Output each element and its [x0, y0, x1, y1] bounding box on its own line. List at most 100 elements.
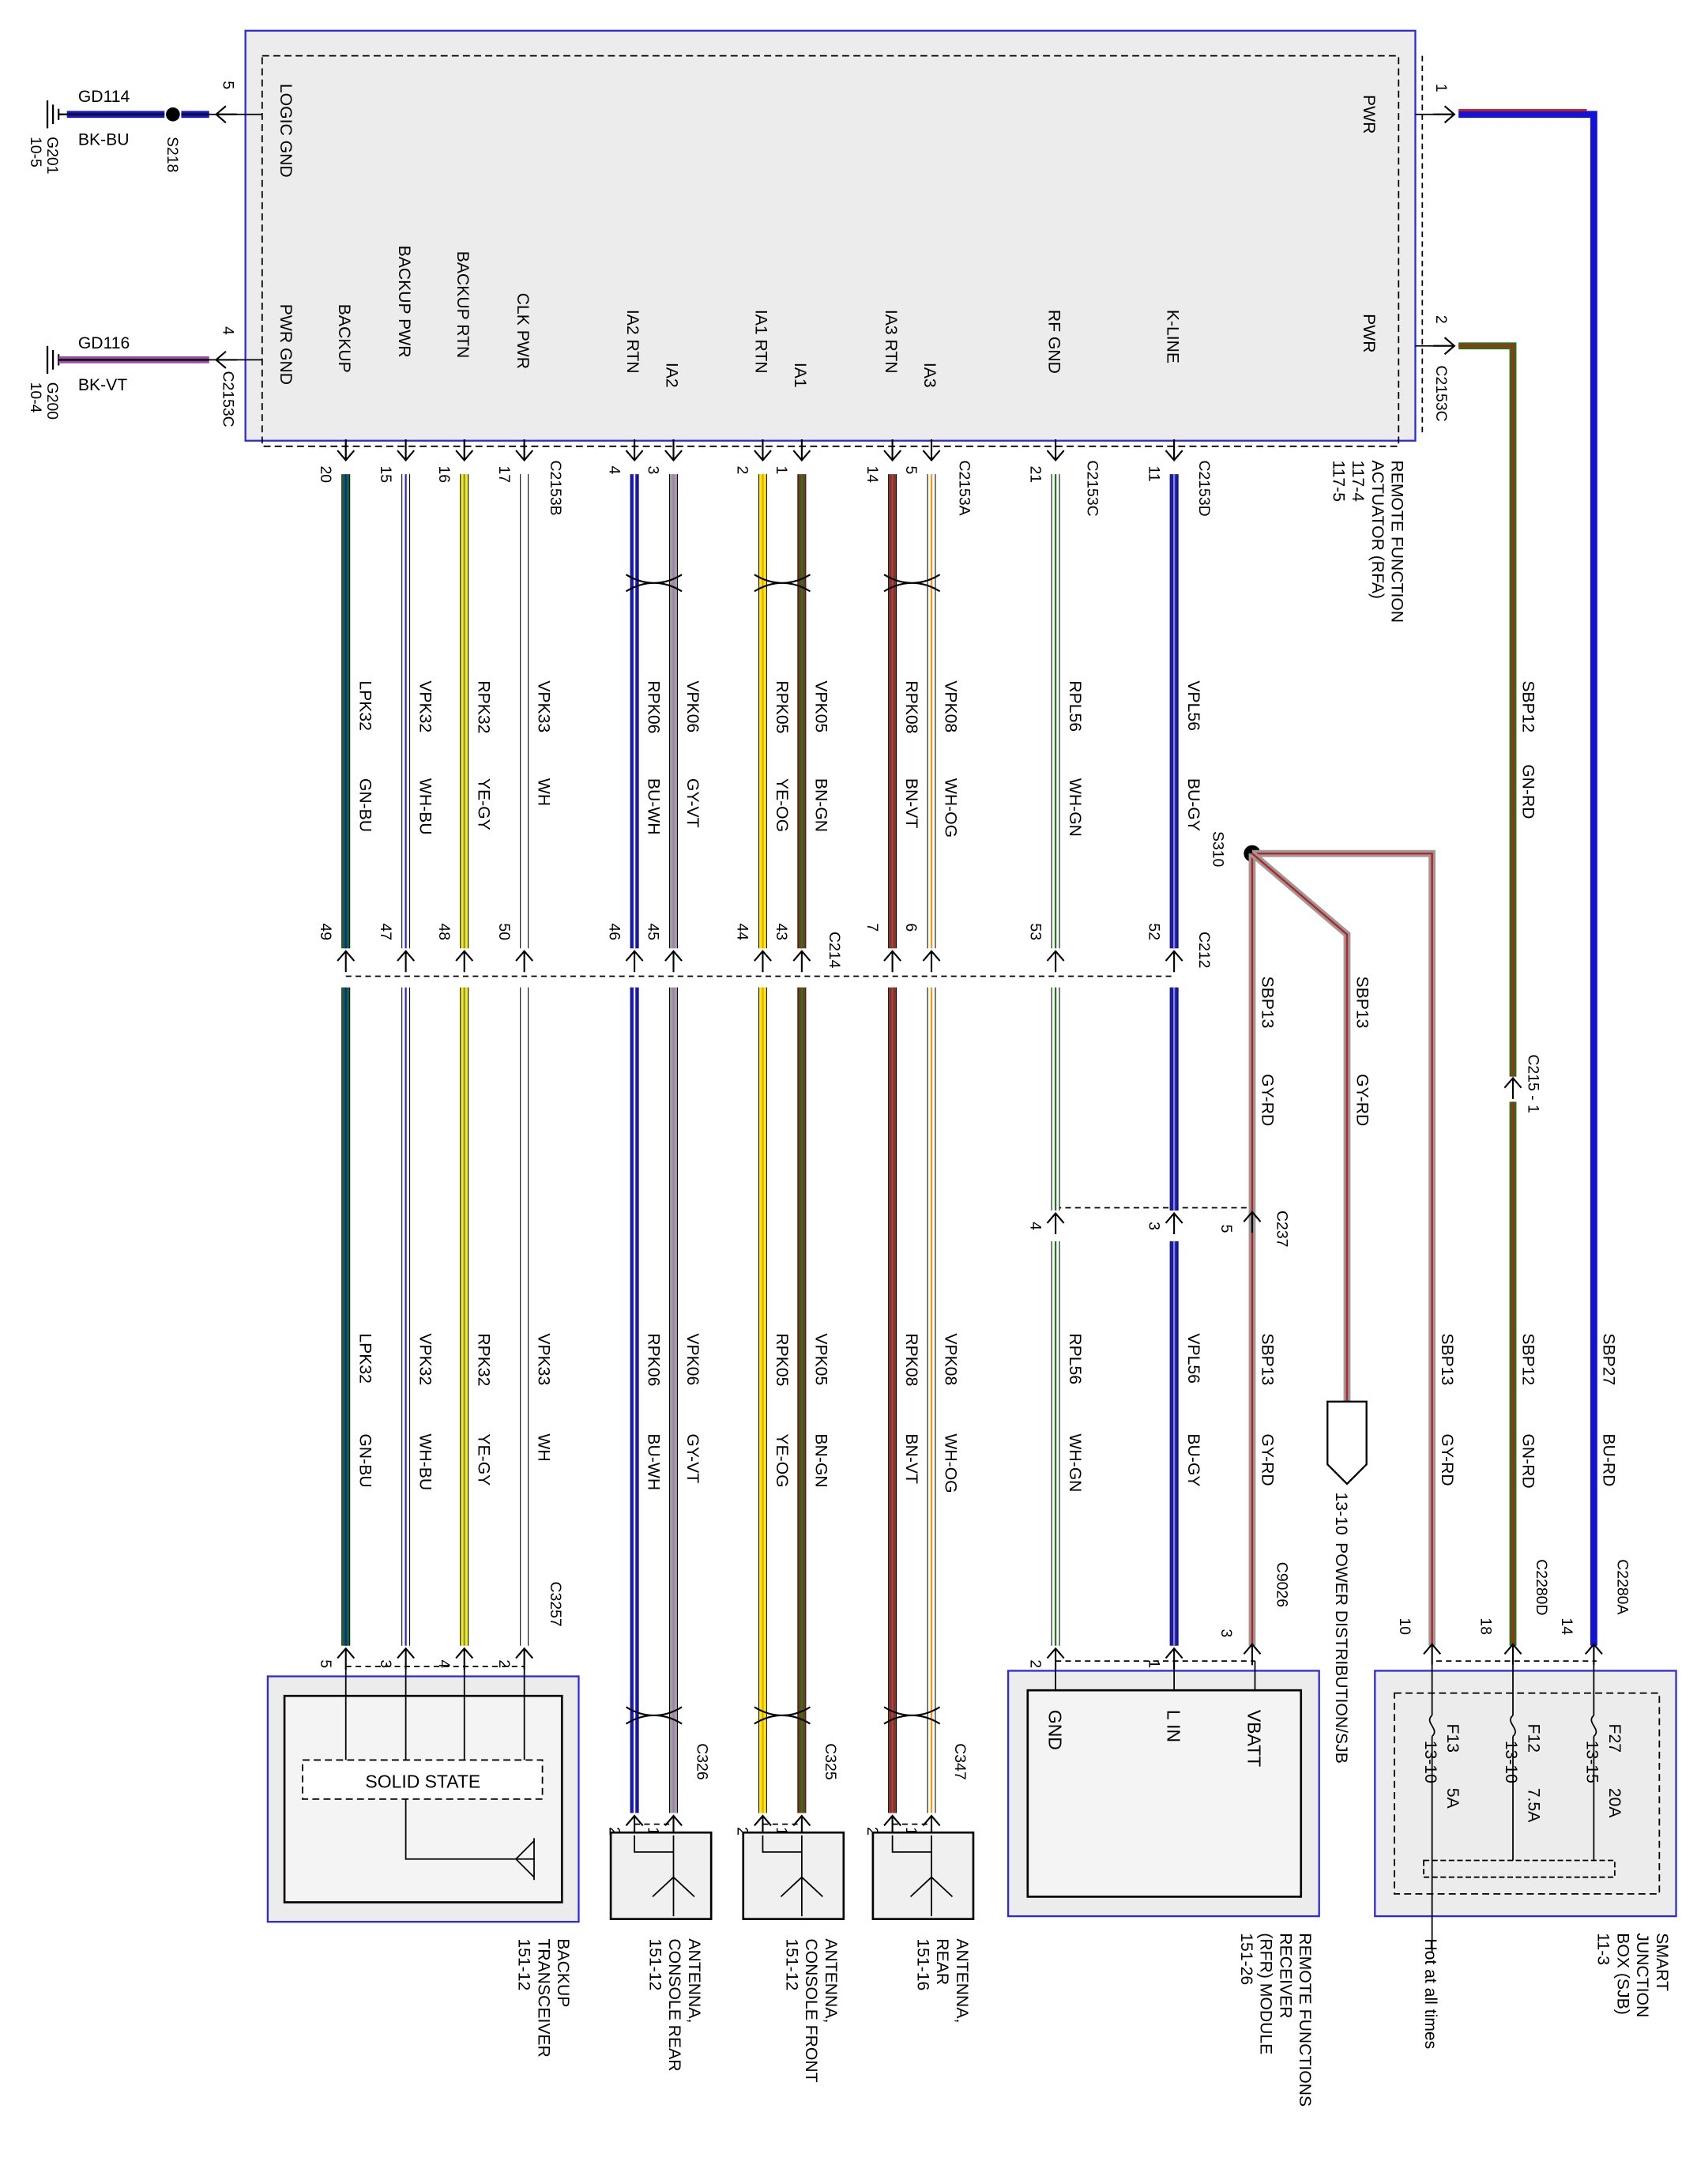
wire-color-upper: WH-BU [416, 778, 434, 835]
connector-arrow [1165, 950, 1183, 973]
wire-circuit-upper: VPL56 [1184, 680, 1202, 731]
rfr-name-line-3: (RFR) MODULE [1257, 1933, 1275, 2054]
wire-top-pin-number: 15 [377, 466, 394, 484]
wire-color-upper: BU-WH [645, 778, 663, 835]
twist-mark-ia3-lower [883, 1706, 941, 1725]
rfa-pin-ia3-rtn: IA3 RTN [882, 310, 900, 374]
pwr1-pin-number: 1 [1432, 84, 1450, 92]
rfa-name-line-4: 117-5 [1329, 460, 1347, 502]
connector-arrow [664, 439, 683, 462]
wire-circuit-lower: RPK05 [773, 1333, 791, 1386]
connector-arrow [455, 950, 474, 973]
rfr-pin-vbatt: VBATT [1244, 1710, 1265, 1767]
rfr-name-line-4: 151-26 [1237, 1933, 1255, 1985]
wire-circuit-upper: VPK05 [812, 680, 830, 732]
wire-c214-pin-number: 47 [377, 923, 394, 940]
connector-arrow [397, 1647, 416, 1670]
wire-c214-pin-number: 44 [734, 923, 751, 940]
c237-pin-5: 5 [1217, 1225, 1235, 1233]
wire-color-lower: WH [534, 1433, 552, 1461]
wire-color-upper: WH-GN [1066, 778, 1084, 837]
power-distribution-ref: 13-10 [1332, 1493, 1350, 1535]
rfr-name-line-1: REMOTE FUNCTIONS [1296, 1933, 1314, 2107]
wire-bottom-pin-number: 3 [377, 1659, 394, 1668]
rfa-pin-ia3: IA3 [920, 363, 939, 388]
sbp13-lower-circuit: SBP13 [1258, 1333, 1276, 1385]
fuse-f27-ref: 13-15 [1583, 1741, 1601, 1783]
wire-circuit-upper: RPK06 [645, 680, 663, 733]
backup-transceiver-line-1: BACKUP [554, 1938, 572, 2007]
sbp12-upper-circuit: SBP12 [1518, 680, 1537, 732]
wire-circuit-upper: VPK33 [534, 680, 552, 732]
connector-arrow [792, 439, 811, 462]
wire-circuit-lower: VPK08 [942, 1333, 960, 1385]
wire-color-lower: GY-VT [683, 1433, 702, 1483]
wire-c214-pin-number: 53 [1026, 923, 1044, 940]
sjb-pin-14: 14 [1558, 1617, 1575, 1635]
antenna-console-rear-line-3: 151-12 [645, 1938, 664, 1990]
wire-c237-pin-number: 4 [1026, 1222, 1044, 1230]
rfa-name-line-2: ACTUATOR (RFA) [1368, 460, 1387, 599]
wire-circuit-upper: VPK32 [416, 680, 434, 732]
wire-bottom-pin-number: 1 [645, 1827, 662, 1836]
antenna-console-front-line-1: ANTENNA, [822, 1938, 840, 2023]
connector-arrow [664, 950, 683, 973]
connector-arrow [1046, 1211, 1065, 1235]
gd116-label: GD116 [78, 334, 130, 352]
sjb-name-line-1: SMART [1653, 1933, 1671, 1991]
sbp12-upper-color: GN-RD [1518, 764, 1537, 819]
wire-c214-pin-number: 49 [317, 923, 334, 940]
wire-c214-pin-number: 6 [902, 923, 920, 932]
c9026-pin-3: 3 [1217, 1629, 1235, 1638]
twist-mark-ia2 [625, 574, 683, 593]
connector-arrow [883, 439, 901, 462]
sbp13-sjb-color: GY-RD [1438, 1433, 1456, 1485]
sbp13-upper-circuit: SBP13 [1258, 977, 1276, 1029]
antenna-console-front-line-2: CONSOLE FRONT [802, 1938, 820, 2082]
sjb-name-line-3: BOX (SJB) [1613, 1933, 1631, 2014]
gd116-pin: 4 [219, 326, 236, 335]
connector-arrow [1165, 1211, 1183, 1235]
wire-top-pin-number: 17 [495, 466, 513, 484]
wire-color-upper: GN-BU [356, 778, 374, 832]
wire-color-lower: BN-VT [902, 1433, 920, 1484]
wire-bottom-pin-number: 1 [902, 1827, 920, 1836]
sbp27-circuit: SBP27 [1600, 1333, 1618, 1385]
ground-gd116: GD116 BK-VT G200 10-4 4 C2153C [27, 326, 262, 427]
wire-top-pin-number: 11 [1145, 466, 1162, 482]
rfr-pin-gnd: GND [1044, 1710, 1065, 1750]
wires-layer: 20495LPK32GN-BULPK32GN-BU15473VPK32WH-BU… [317, 439, 1202, 1837]
c2280a-label: C2280A [1613, 1559, 1631, 1614]
fuse-f27-name: F27 [1605, 1724, 1624, 1753]
power-wiring [1243, 55, 1603, 1666]
wire-circuit-lower: VPK33 [534, 1333, 552, 1385]
sbp27-color: BU-RD [1600, 1433, 1618, 1486]
c2280d-label: C2280D [1533, 1559, 1550, 1615]
connector-arrow [397, 950, 416, 973]
antenna-console-rear-line-2: CONSOLE REAR [665, 1938, 683, 2071]
wire-c214-pin-number: 46 [605, 923, 623, 940]
wire-circuit-lower: RPL56 [1066, 1333, 1084, 1384]
sbp13-pd-circuit: SBP13 [1353, 977, 1371, 1029]
fuse-f12-symbol [1510, 1715, 1516, 1738]
power-distribution-arrow [1326, 1400, 1368, 1485]
rfa-name-line-3: 117-4 [1349, 460, 1367, 502]
hot-at-all-times-label: Hot at all times [1421, 1938, 1439, 2049]
wire-circuit-lower: VPK05 [812, 1333, 830, 1385]
connector-arrow [515, 1647, 534, 1670]
wire-top-pin-number: 16 [435, 466, 453, 484]
rfa-pin-clk-pwr: CLK PWR [514, 293, 532, 369]
wire-circuit-upper: RPK08 [902, 680, 920, 733]
antenna-console-rear: ANTENNA, CONSOLE REAR 151-12 [609, 1831, 713, 2071]
connector-arrow [883, 950, 901, 973]
smart-junction-box: F27 13-15 20A F12 13-10 7.5A F13 13-10 5… [1374, 1665, 1677, 2049]
gd114-color: BK-BU [78, 131, 130, 149]
g201-ref: 10-5 [27, 137, 44, 168]
rfa-pin-logic-gnd: LOGIC GND [277, 84, 295, 178]
rfa-pin-backup: BACKUP [335, 304, 353, 373]
wire-bottom-pin-number: 5 [317, 1659, 334, 1668]
fuse-f13-rating: 5A [1443, 1788, 1462, 1809]
wire-top-pin-number: 1 [773, 466, 790, 475]
wire-circuit-lower: LPK32 [356, 1333, 374, 1384]
wire-color-upper: BN-VT [902, 778, 920, 829]
